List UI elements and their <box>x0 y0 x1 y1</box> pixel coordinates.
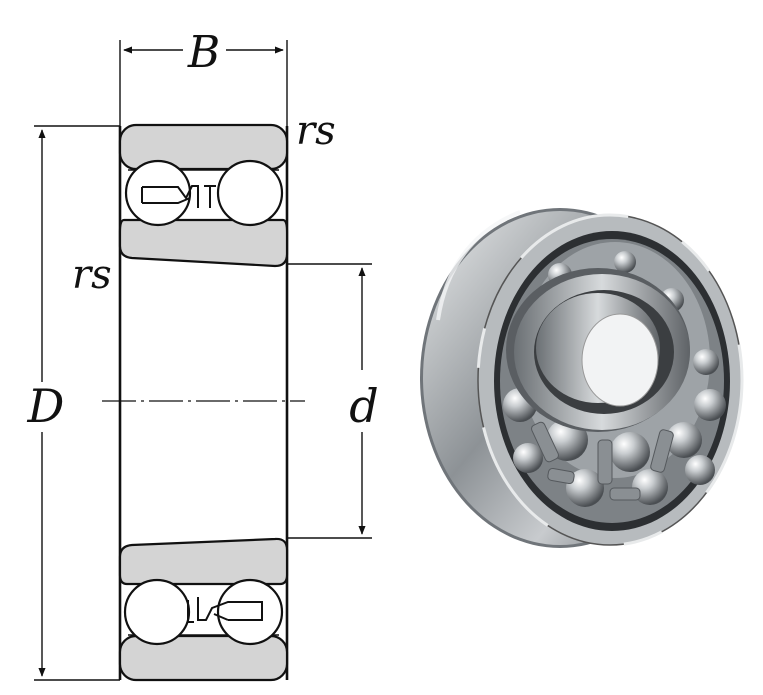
label-d-outer: D <box>27 379 65 433</box>
label-d-bore: d <box>349 379 378 433</box>
dimension-d-bore: d <box>287 263 379 539</box>
dimension-d-outer: D <box>27 125 120 681</box>
label-rs-left: rs <box>72 252 112 298</box>
label-b: B <box>187 27 220 78</box>
bottom-ring-section <box>118 537 289 682</box>
inner-ring <box>506 268 690 432</box>
cross-section-drawing: B D d rs rs <box>27 27 379 682</box>
dimension-b: B <box>119 27 288 126</box>
label-rs-top: rs <box>296 108 336 154</box>
top-ring-section <box>118 123 289 268</box>
bearing-photo <box>420 208 744 548</box>
ball-set <box>503 251 726 507</box>
